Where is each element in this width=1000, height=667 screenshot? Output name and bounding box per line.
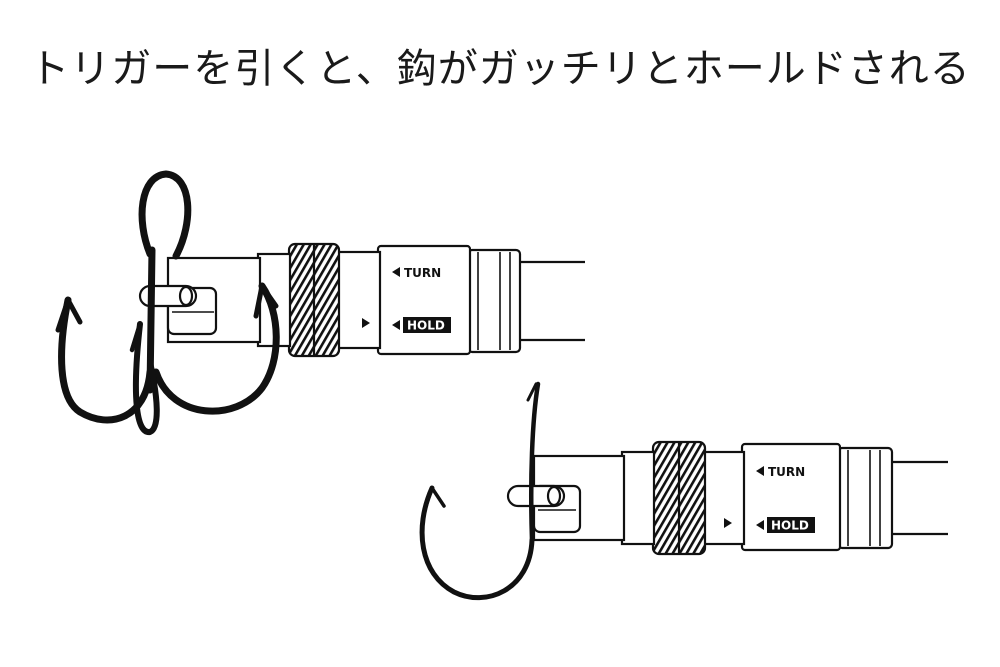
right-triangle-icon [724, 518, 732, 528]
tool-with-single-hook: TURN HOLD [419, 381, 948, 601]
left-triangle-icon [756, 520, 764, 530]
turn-label-group-top: TURN [392, 266, 441, 280]
knurled-ring-top [287, 242, 341, 358]
hold-label: HOLD [771, 519, 809, 533]
holder-tool-top [138, 242, 585, 358]
hold-label-group-top: HOLD [392, 317, 451, 333]
left-triangle-icon [392, 267, 400, 277]
holder-tool-bottom [506, 440, 948, 556]
turn-label: TURN [404, 266, 441, 280]
right-triangle-icon [362, 318, 370, 328]
headline: トリガーを引くと、鈎がガッチリとホールドされる [29, 46, 971, 92]
hold-label-group-bottom: HOLD [756, 517, 815, 533]
tool-with-treble-hook: TURN HOLD [55, 170, 585, 435]
treble-hook [55, 170, 280, 435]
hold-label: HOLD [407, 319, 445, 333]
knurled-ring-bottom [651, 440, 707, 556]
turn-label: TURN [768, 465, 805, 479]
single-hook [419, 381, 541, 601]
turn-label-group-bottom: TURN [756, 465, 805, 479]
left-triangle-icon [756, 466, 764, 476]
left-triangle-icon [392, 320, 400, 330]
